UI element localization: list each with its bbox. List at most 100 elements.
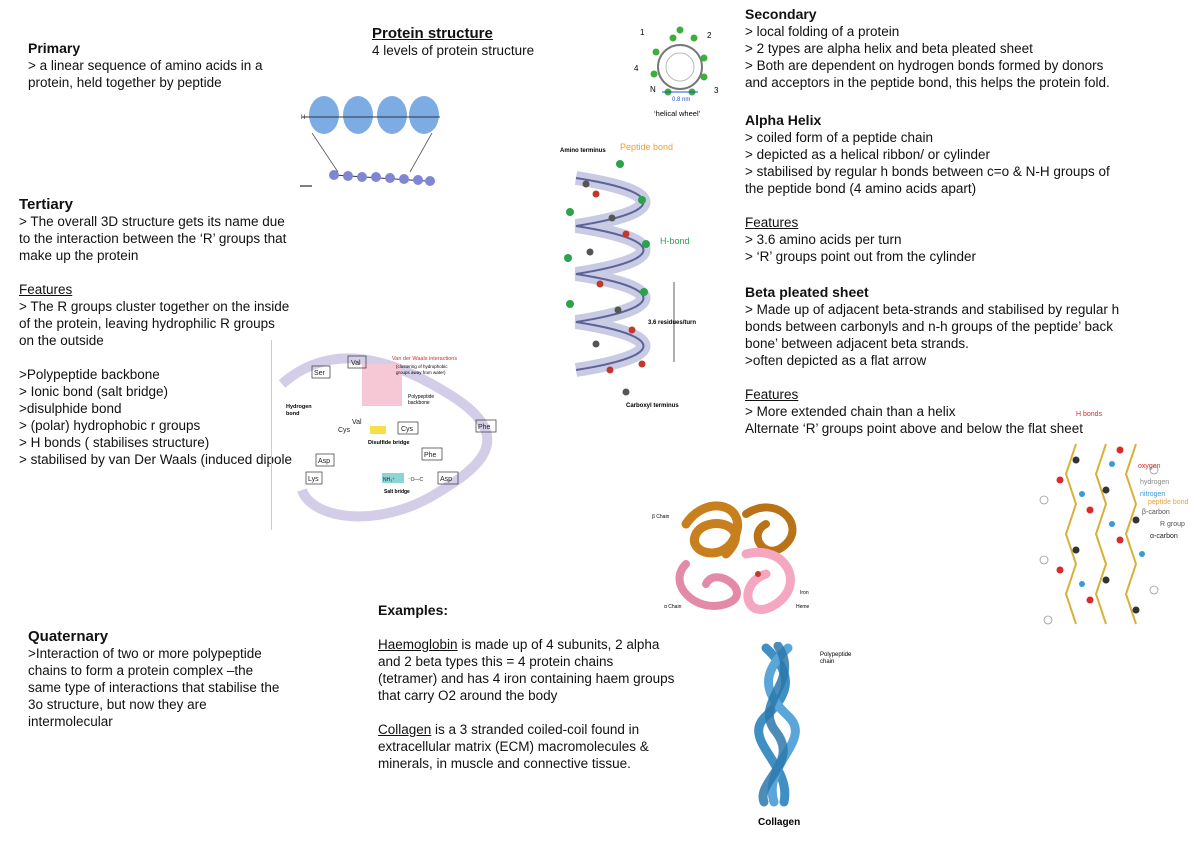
beta-sheet-line: >often depicted as a flat arrow [745,353,927,368]
tert-hbond2: bond [286,411,299,417]
page-title: Protein structure [372,25,493,42]
secondary-line: and acceptors in the peptide bond, this … [745,75,1110,90]
tertiary-section: Tertiary > The overall 3D structure gets… [19,196,292,468]
collagen-term: Collagen [378,722,432,737]
tert-cys2: Cys [401,426,414,433]
alpha-residues-label: 3.6 residues/turn [648,320,696,326]
beta-sheet-features-heading: Features [745,387,799,402]
header: Protein structure 4 levels of protein st… [372,25,534,59]
collagen-line: extracellular matrix (ECM) macromolecule… [378,739,649,754]
alpha-helix-line: > depicted as a helical ribbon/ or cylin… [745,147,991,162]
primary-section: Primary > a linear sequence of amino aci… [28,40,263,91]
beta-sheet-figure: H bonds oxygen hydrogen nitrogen peptide… [1036,404,1200,636]
wheel-label-3: 3 [714,86,719,95]
collagen-caption: Collagen [758,817,800,828]
secondary-line: > 2 types are alpha helix and beta pleat… [745,41,1033,56]
tertiary-figure: Ser Val Val Cys Cys Phe Phe Asp Asp Lys … [271,340,520,530]
haem-heme-label: Heme [796,604,810,610]
alpha-amino-label: Amino terminus [560,148,606,154]
page-subtitle: 4 levels of protein structure [372,43,535,58]
haemoglobin-line: Haemoglobin is made up of 4 subunits, 2 … [378,637,660,652]
examples-section: Examples: Haemoglobin is made up of 4 su… [378,602,674,772]
wheel-caption: ‘helical wheel’ [654,109,701,118]
tert-vdw: Van der Waals interactions [392,356,457,362]
examples-heading: Examples: [378,602,449,618]
collagen-chain-label2: chain [820,659,834,665]
tert-nh3: NH₃⁺ [383,477,395,483]
alpha-helix-heading: Alpha Helix [745,112,822,128]
alpha-helix-figure: Amino terminus Peptide bond H-bond 3.6 r… [556,134,716,414]
svg-text:H: H [301,115,305,121]
haem-beta-label: β Chain [652,514,670,520]
haemoglobin-term: Haemoglobin [378,637,458,652]
secondary-heading: Secondary [745,6,817,22]
tertiary-feature: on the outside [19,333,104,348]
tert-backbone1: Polypeptide [408,394,434,400]
alpha-helix-feature: > 3.6 amino acids per turn [745,232,902,247]
tertiary-bond: > (polar) hydrophobic r groups [19,418,201,433]
sheet-acarbon-label: α-carbon [1150,533,1178,540]
tertiary-feature: > The R groups cluster together on the i… [19,299,290,314]
alpha-helix-line: the peptide bond (4 amino acids apart) [745,181,977,196]
secondary-line: > Both are dependent on hydrogen bonds f… [745,58,1104,73]
tert-lys: Lys [308,476,319,483]
quaternary-line: chains to form a protein complex –the [28,663,254,678]
tert-vdw-sub1: (clustering of hydrophobic [396,364,448,369]
haem-iron-label: Iron [800,590,809,596]
beta-sheet-section: Beta pleated sheet > Made up of adjacent… [745,284,1119,437]
collagen-line: Collagen is a 3 stranded coiled-coil fou… [378,722,640,737]
wheel-label-1: 1 [640,28,645,37]
tertiary-bond: >Polypeptide backbone [19,367,160,382]
tert-cys1: Cys [338,427,351,434]
beta-sheet-line: bone’ between adjacent beta strands. [745,336,969,351]
quaternary-line: >Interaction of two or more polypeptide [28,646,262,661]
tertiary-heading: Tertiary [19,196,73,213]
tert-asp1: Asp [318,458,330,465]
tertiary-line: > The overall 3D structure gets its name… [19,214,285,229]
haemoglobin-line: and 2 beta types this = 4 protein chains [378,654,614,669]
tertiary-line: make up the protein [19,248,139,263]
alpha-carboxyl-label: Carboxyl terminus [626,403,679,409]
alpha-helix-feature: > ‘R’ groups point out from the cylinder [745,249,976,264]
beta-sheet-feature: > More extended chain than a helix [745,404,956,419]
primary-chain-figure: H [298,95,444,190]
tertiary-line: to the interaction between the ‘R’ group… [19,231,287,246]
primary-line: protein, held together by peptide [28,75,222,90]
tert-phe2: Phe [424,452,437,459]
sheet-hbonds-label: H bonds [1076,411,1103,418]
haemoglobin-figure: β Chain α Chain Iron Heme [646,494,816,624]
tert-vdw-sub2: groups away from water) [396,370,446,375]
wheel-label-2: 2 [707,31,712,40]
tert-val1: Val [351,360,361,367]
alpha-helix-section: Alpha Helix > coiled form of a peptide c… [745,112,1110,265]
tertiary-bond: > H bonds ( stabilises structure) [19,435,210,450]
beta-sheet-line: > Made up of adjacent beta-strands and s… [745,302,1120,317]
tertiary-bond: >disulphide bond [19,401,122,416]
tertiary-bond: > Ionic bond (salt bridge) [19,384,168,399]
quaternary-heading: Quaternary [28,628,109,645]
tertiary-bond: > stabilised by van Der Waals (induced d… [19,452,293,467]
tert-val2: Val [352,419,362,426]
collagen-line: minerals, in muscle and connective tissu… [378,756,631,771]
tert-ser: Ser [314,370,326,377]
haemoglobin-line: (tetramer) and has 4 iron containing hae… [378,671,675,686]
tert-hbond1: Hydrogen [286,404,312,410]
collagen-chain-label1: Polypeptide [820,652,852,658]
quaternary-line: intermolecular [28,714,113,729]
tert-disulfide: Disulfide bridge [368,440,410,446]
alpha-helix-line: > coiled form of a peptide chain [745,130,933,145]
quaternary-line: 3o structure, but now they are [28,697,207,712]
sheet-nitrogen-label: nitrogen [1140,491,1165,498]
alpha-hbond-label: H-bond [660,236,690,246]
helical-wheel-figure: 1 2 3 4 N 0.8 nm ‘helical wheel’ [628,22,728,122]
beta-sheet-feature: Alternate ‘R’ groups point above and bel… [745,421,1083,436]
secondary-section: Secondary > local folding of a protein >… [745,6,1110,91]
sheet-rgroup-label: R group [1160,521,1185,528]
tert-salt: Salt bridge [384,489,410,495]
secondary-line: > local folding of a protein [745,24,900,39]
tertiary-features-heading: Features [19,282,73,297]
wheel-label-4: 4 [634,64,639,73]
primary-line: > a linear sequence of amino acids in a [28,58,263,73]
sheet-peptide-label: peptide bond [1148,499,1189,506]
beta-sheet-line: bonds between carbonyls and n-h groups o… [745,319,1114,334]
